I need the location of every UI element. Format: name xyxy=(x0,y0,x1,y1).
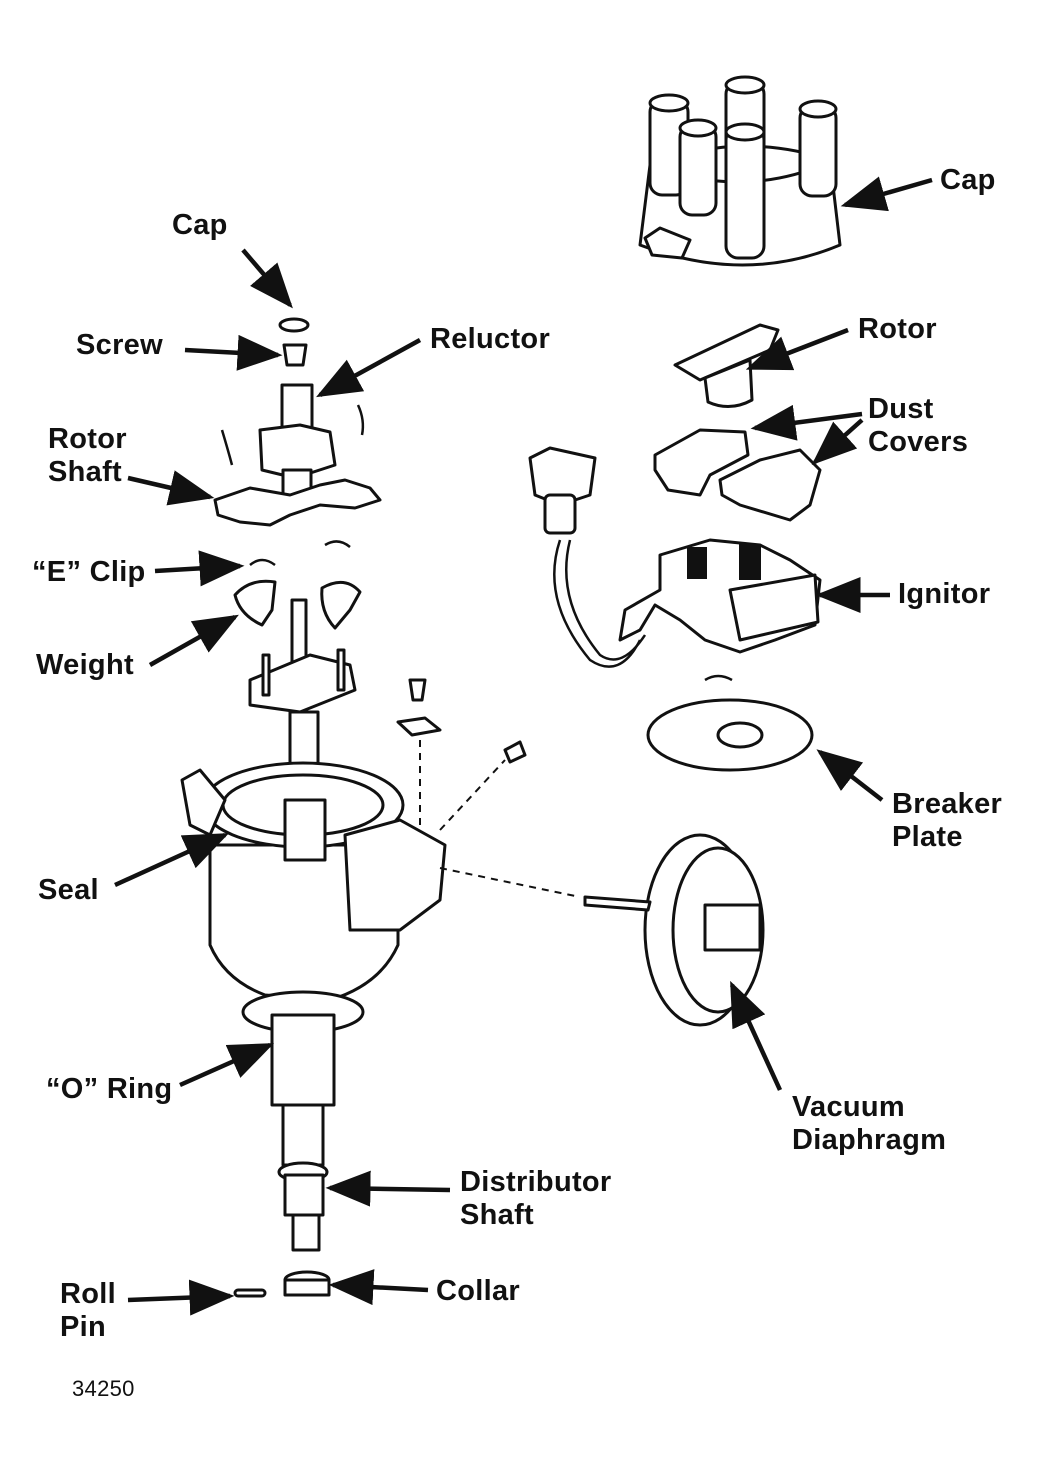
label-weight: Weight xyxy=(36,649,134,681)
label-reluctor: Reluctor xyxy=(430,323,551,355)
governor-plate-part xyxy=(248,648,442,789)
label-roll-pin-line1: Roll xyxy=(60,1278,116,1310)
ignitor-part xyxy=(528,446,822,668)
label-distributor-shaft-line1: Distributor xyxy=(460,1166,612,1198)
breaker-plate-part xyxy=(646,674,814,772)
label-collar: Collar xyxy=(436,1275,520,1307)
reluctor-stack-part xyxy=(213,317,382,527)
label-breaker-plate-line1: Breaker xyxy=(892,788,1003,820)
rotor-part xyxy=(673,323,780,408)
label-vacuum-diaphragm-line1: Vacuum xyxy=(792,1091,906,1123)
label-cap-top: Cap xyxy=(940,164,996,196)
dust-covers-part xyxy=(653,428,822,522)
label-e-clip: “E” Clip xyxy=(32,556,146,588)
vacuum-diaphragm-part xyxy=(583,833,765,1027)
label-distributor-shaft-line2: Shaft xyxy=(460,1199,534,1231)
label-screw: Screw xyxy=(76,329,163,361)
label-dust-covers-line1: Dust xyxy=(868,393,934,425)
label-rotor: Rotor xyxy=(858,313,937,345)
distributor-cap-part xyxy=(638,75,842,267)
label-roll-pin-line2: Pin xyxy=(60,1311,107,1343)
label-rotor-shaft-line1: Rotor xyxy=(48,423,127,455)
label-cap-small: Cap xyxy=(172,209,228,241)
distributor-housing-part xyxy=(180,740,527,1298)
label-dust-covers-line2: Covers xyxy=(868,426,969,458)
label-ignitor: Ignitor xyxy=(898,578,991,610)
label-rotor-shaft-line2: Shaft xyxy=(48,456,122,488)
label-o-ring: “O” Ring xyxy=(46,1073,173,1105)
label-seal: Seal xyxy=(38,874,99,906)
label-breaker-plate-line2: Plate xyxy=(892,821,963,853)
leader-arrows xyxy=(114,176,933,1316)
figure-number: 34250 xyxy=(72,1376,135,1401)
label-vacuum-diaphragm-line2: Diaphragm xyxy=(792,1124,947,1156)
